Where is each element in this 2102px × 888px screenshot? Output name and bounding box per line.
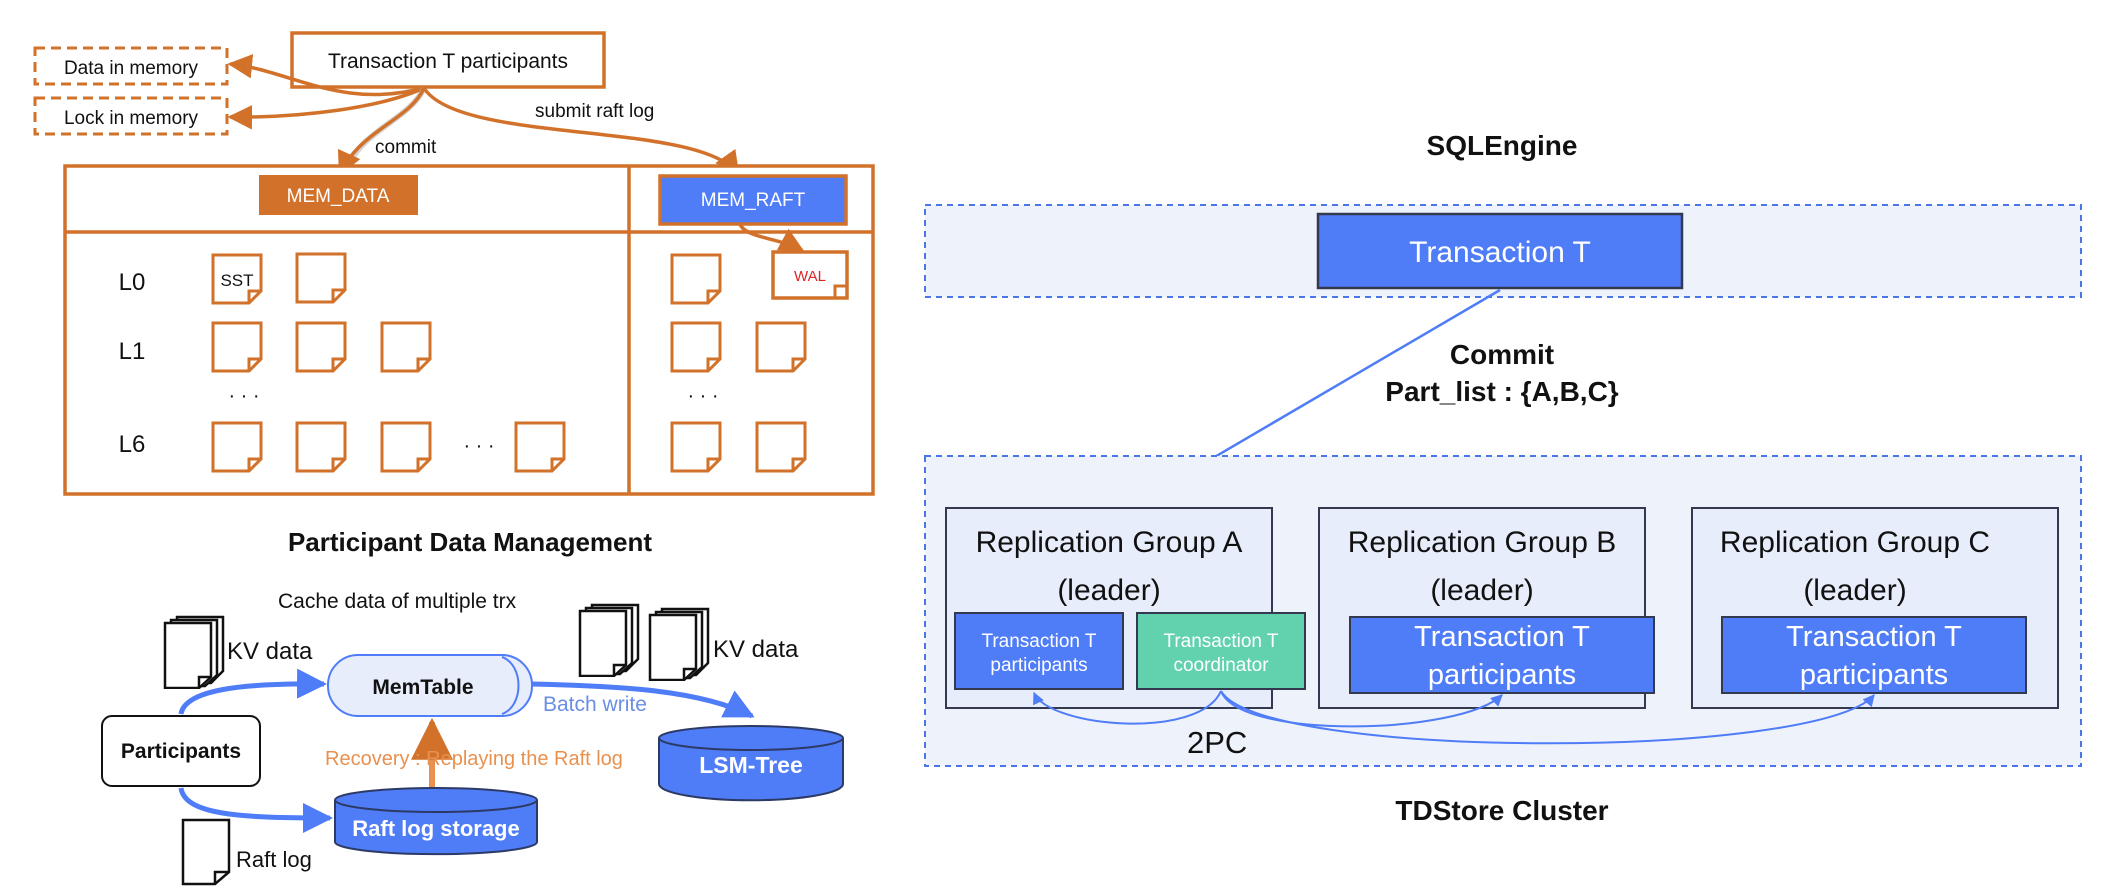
- raft-log-storage-cylinder: [334, 800, 538, 856]
- group-a-title: Replication Group A: [976, 526, 1243, 559]
- arrow-to-memtable: [178, 668, 327, 715]
- participant-data-title: Participant Data Management: [288, 527, 652, 557]
- sql-engine-title: SQLEngine: [1427, 130, 1578, 161]
- file-icon: [670, 421, 722, 473]
- arrow-submit-raft-log: [422, 87, 740, 176]
- group-c-role: (leader): [1803, 574, 1906, 607]
- group-c-title: Replication Group C: [1720, 526, 1990, 559]
- file-icon: [295, 421, 347, 473]
- group-b-participants-box: [1349, 616, 1655, 694]
- two-pc-label: 2PC: [1187, 725, 1247, 760]
- arrow-batch-write: [531, 681, 755, 719]
- raft-log-file-icon: [181, 818, 231, 886]
- transaction-t-box: [1316, 212, 1684, 290]
- group-b-participants-line1: Transaction T: [1414, 621, 1590, 653]
- arrow-2pc-to-a: [1033, 690, 1222, 725]
- group-a-participants-line2: participants: [990, 655, 1087, 676]
- lock-in-memory-label: Lock in memory: [64, 108, 199, 129]
- participants-label: Transaction T participants: [328, 50, 568, 73]
- kv-data-right-label: KV data: [713, 636, 799, 663]
- submit-raft-log-label: submit raft log: [535, 101, 654, 122]
- file-icon: [514, 421, 566, 473]
- group-a-role: (leader): [1057, 574, 1160, 607]
- memtable-label: MemTable: [372, 676, 473, 699]
- commit-title: Commit: [1450, 339, 1554, 370]
- group-c-participants-line1: Transaction T: [1786, 621, 1962, 653]
- group-c-participants-box: [1721, 616, 2027, 694]
- kv-data-file-icon: [578, 603, 640, 677]
- arrow-to-lock-memory: [227, 86, 425, 130]
- part-list-label: Part_list : {A,B,C}: [1385, 376, 1618, 407]
- mem-raft-box: [658, 174, 848, 226]
- data-in-memory-box: [33, 46, 229, 86]
- group-b-participants-line2: participants: [1428, 659, 1576, 691]
- lsm-tree-cylinder: [658, 738, 844, 802]
- recovery-label: Recovery : Replaying the Raft log: [325, 748, 623, 770]
- level-l1: L1: [119, 338, 146, 365]
- mem-data-box: [259, 175, 418, 215]
- group-c-participants-line2: participants: [1800, 659, 1948, 691]
- kv-data-file-icon: [163, 615, 225, 689]
- level-l6: L6: [119, 431, 146, 458]
- wal-label: WAL: [794, 268, 826, 285]
- file-icon: [295, 252, 347, 304]
- arrow-to-data-memory: [227, 54, 425, 97]
- raft-log-storage-label: Raft log storage: [352, 816, 519, 841]
- sst-label: SST: [220, 271, 253, 290]
- tdstore-cluster-title: TDStore Cluster: [1395, 795, 1608, 826]
- file-icon: [211, 421, 263, 473]
- arrow-to-wal: [738, 223, 805, 252]
- file-icon: [380, 321, 432, 373]
- participants-node: [101, 715, 261, 787]
- kv-data-file-icon: [648, 607, 710, 681]
- level-l0: L0: [119, 269, 146, 296]
- file-icon: [755, 321, 807, 373]
- level-dots-left: · · ·: [228, 385, 259, 407]
- participants-node-label: Participants: [121, 740, 241, 763]
- kv-data-left-label: KV data: [227, 638, 313, 665]
- group-a-coordinator-line1: Transaction T: [1163, 631, 1278, 652]
- commit-label: commit: [375, 137, 437, 158]
- file-icon: [755, 421, 807, 473]
- file-icon: [295, 321, 347, 373]
- group-a-participants-line1: Transaction T: [981, 631, 1096, 652]
- arrow-commit-line: [337, 87, 426, 177]
- file-icon: [380, 421, 432, 473]
- group-a-coordinator-box: [1136, 612, 1306, 690]
- group-a-participants-box: [954, 612, 1124, 690]
- file-icon: [670, 253, 722, 305]
- tdstore-architecture: SQLEngine Transaction T Commit Part_list…: [924, 130, 2082, 826]
- cache-caption: Cache data of multiple trx: [278, 590, 517, 613]
- lsm-tree-label: LSM-Tree: [699, 752, 803, 778]
- participant-data-management: Transaction T participants Data in memor…: [33, 31, 875, 557]
- arrow-2pc-to-b: [1220, 690, 1503, 728]
- transaction-t-label: Transaction T: [1409, 236, 1591, 269]
- raft-log-label: Raft log: [236, 847, 312, 872]
- mem-raft-label: MEM_RAFT: [701, 190, 806, 211]
- file-icon: [670, 321, 722, 373]
- group-b-title: Replication Group B: [1348, 526, 1616, 559]
- lock-in-memory-box: [33, 96, 229, 136]
- data-in-memory-label: Data in memory: [64, 58, 199, 79]
- participants-box: [290, 31, 606, 89]
- arrow-to-raft-storage: [178, 787, 333, 833]
- batch-write-label: Batch write: [543, 693, 647, 716]
- group-a-coordinator-line2: coordinator: [1173, 655, 1269, 676]
- participants-write-path: Cache data of multiple trx KV data KV da…: [101, 590, 844, 886]
- file-icon: [211, 321, 263, 373]
- group-b-role: (leader): [1430, 574, 1533, 607]
- level-dots-l6: · · ·: [463, 435, 494, 457]
- arrow-2pc-to-c: [1220, 690, 1875, 745]
- level-dots-right: · · ·: [687, 385, 718, 407]
- mem-data-label: MEM_DATA: [287, 186, 390, 207]
